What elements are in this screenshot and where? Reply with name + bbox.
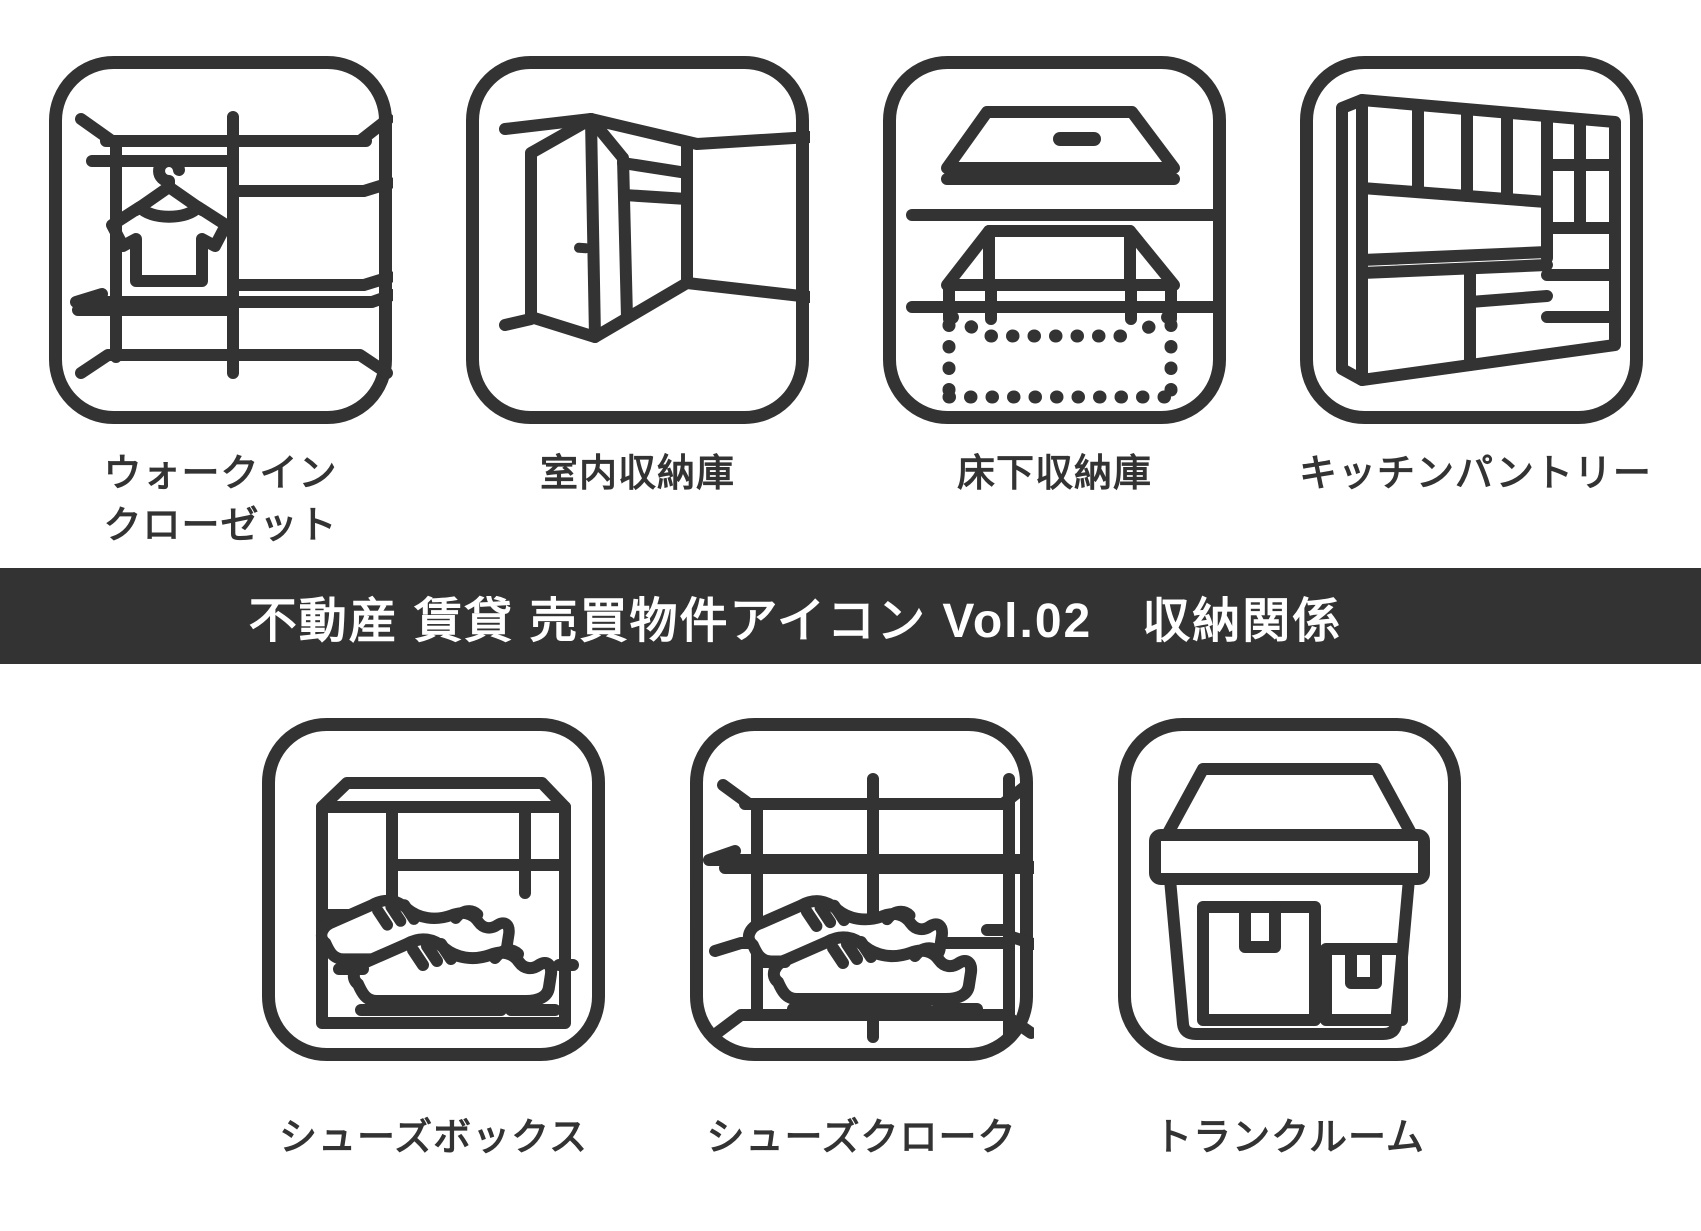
banner-title: 不動産 賃貸 売買物件アイコン Vol.02 収納関係	[248, 595, 1343, 648]
icon-label-shoe-cloak: シューズクローク	[689, 1112, 1034, 1164]
icon-label-kitchen-pantry: キッチンパントリー	[1299, 448, 1652, 500]
label-line: 室内収納庫	[539, 453, 735, 495]
walk-in-closet-icon	[49, 56, 393, 424]
icon-card-kitchen-pantry	[1299, 55, 1644, 425]
kitchen-pantry-icon	[1300, 56, 1643, 424]
label-line: シューズクローク	[706, 1117, 1017, 1159]
indoor-storage-icon	[466, 56, 810, 424]
label-line: シューズボックス	[279, 1117, 588, 1159]
underfloor-storage-icon	[883, 56, 1226, 424]
icon-card-underfloor-storage	[882, 55, 1227, 425]
icon-label-walk-in-closet: ウォークイン クローゼット	[48, 448, 393, 552]
label-line: トランクルーム	[1154, 1117, 1425, 1159]
shoe-box-icon	[262, 718, 605, 1061]
icon-label-underfloor-storage: 床下収納庫	[882, 448, 1227, 500]
icon-label-indoor-storage: 室内収納庫	[465, 448, 810, 500]
icon-label-trunk-room: トランクルーム	[1117, 1112, 1462, 1164]
icon-card-walk-in-closet	[48, 55, 393, 425]
icon-card-trunk-room	[1117, 717, 1462, 1062]
icon-card-shoe-box	[261, 717, 606, 1062]
trunk-room-icon	[1118, 718, 1461, 1061]
label-line: クローゼット	[103, 505, 338, 547]
title-banner: 不動産 賃貸 売買物件アイコン Vol.02 収納関係	[0, 568, 1701, 664]
label-line: キッチンパントリー	[1299, 453, 1652, 495]
icon-card-indoor-storage	[465, 55, 810, 425]
label-line: ウォークイン	[103, 453, 338, 495]
icon-card-shoe-cloak	[689, 717, 1034, 1062]
icon-label-shoe-box: シューズボックス	[261, 1112, 606, 1164]
label-line: 床下収納庫	[956, 453, 1152, 495]
shoe-cloak-icon	[690, 718, 1034, 1061]
